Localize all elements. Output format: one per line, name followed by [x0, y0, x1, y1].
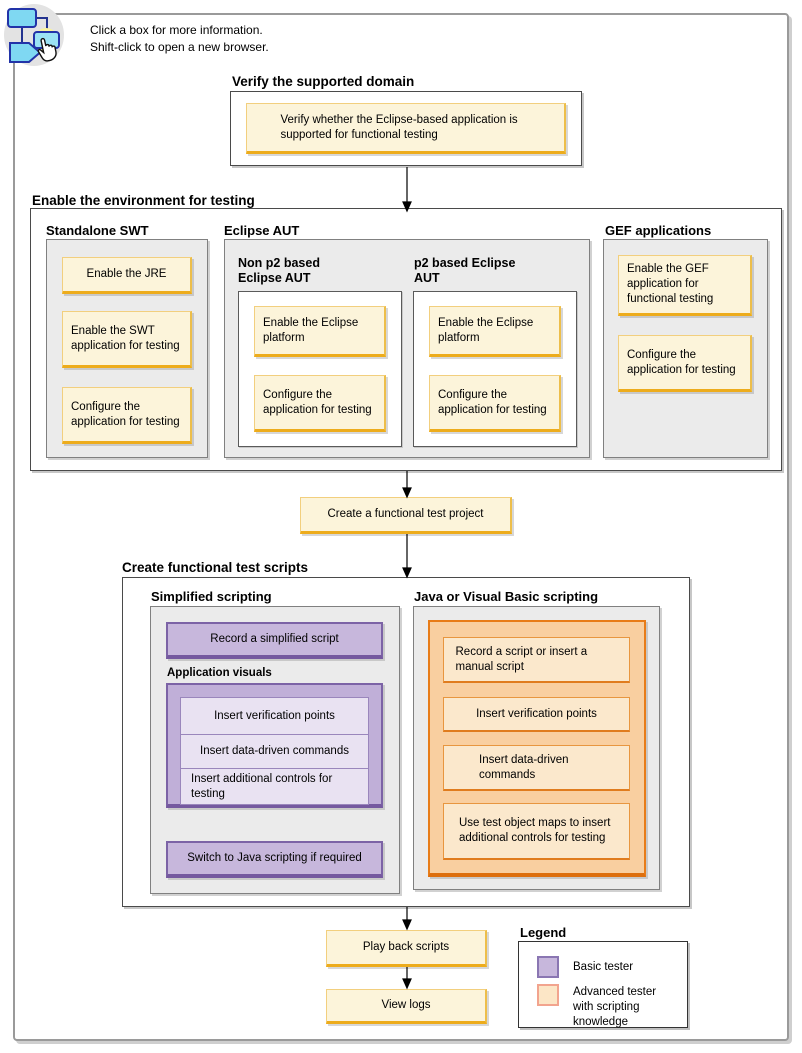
instruction-line-2: Shift-click to open a new browser.	[90, 39, 269, 54]
play-back-scripts-step[interactable]: Play back scripts	[326, 930, 487, 967]
configure-app-swt-label: Configure the application for testing	[71, 400, 180, 428]
test-object-maps-label: Use test object maps to insert additiona…	[459, 817, 611, 844]
legend-heading: Legend	[520, 925, 567, 940]
nonp2-enable-platform-label: Enable the Eclipse platform	[263, 316, 359, 344]
view-logs-label: View logs	[381, 999, 431, 1012]
enable-section-heading: Enable the environment for testing	[32, 193, 255, 208]
enable-swt-app-label: Enable the SWT application for testing	[71, 324, 180, 352]
gef-configure-step[interactable]: Configure the application for testing	[618, 335, 752, 392]
flowchart-cursor-icon	[2, 2, 66, 70]
scripts-section-heading: Create functional test scripts	[122, 560, 309, 575]
java-insert-data-driven-label: Insert data-driven commands	[479, 753, 569, 781]
enable-swt-app-step[interactable]: Enable the SWT application for testing	[62, 311, 192, 368]
insert-verification-points-label: Insert verification points	[214, 709, 335, 722]
test-object-maps-step[interactable]: Use test object maps to insert additiona…	[443, 803, 630, 860]
instruction-banner: Click a box for more information. Shift-…	[90, 22, 269, 56]
application-visuals-stack: Insert verification points Insert data-d…	[180, 697, 369, 805]
gef-title: GEF applications	[605, 223, 712, 238]
nonp2-configure-app-step[interactable]: Configure the application for testing	[254, 375, 386, 432]
record-simplified-label: Record a simplified script	[210, 633, 339, 646]
record-script-step[interactable]: Record a script or insert a manual scrip…	[443, 637, 630, 683]
non-p2-title: Non p2 based Eclipse AUT	[238, 256, 320, 285]
nonp2-configure-app-label: Configure the application for testing	[263, 388, 372, 416]
p2-enable-platform-step[interactable]: Enable the Eclipse platform	[429, 306, 561, 357]
verify-section-heading: Verify the supported domain	[232, 74, 415, 89]
switch-to-java-label: Switch to Java scripting if required	[187, 852, 362, 865]
standalone-swt-title: Standalone SWT	[46, 223, 149, 238]
java-insert-data-driven-step[interactable]: Insert data-driven commands	[443, 745, 630, 791]
p2-enable-platform-label: Enable the Eclipse platform	[438, 316, 534, 344]
verify-step-box[interactable]: Verify whether the Eclipse-based applica…	[246, 103, 566, 154]
enable-jre-label: Enable the JRE	[86, 268, 167, 281]
simplified-title: Simplified scripting	[151, 589, 272, 604]
application-visuals-title: Application visuals	[167, 667, 272, 679]
enable-jre-step[interactable]: Enable the JRE	[62, 257, 192, 294]
verify-step-label: Verify whether the Eclipse-based applica…	[280, 113, 518, 141]
java-insert-verification-step[interactable]: Insert verification points	[443, 697, 630, 732]
create-project-step[interactable]: Create a functional test project	[300, 497, 512, 534]
insert-verification-points-step[interactable]: Insert verification points	[181, 698, 368, 735]
nonp2-enable-platform-step[interactable]: Enable the Eclipse platform	[254, 306, 386, 357]
gef-configure-label: Configure the application for testing	[627, 348, 736, 376]
view-logs-step[interactable]: View logs	[326, 989, 487, 1024]
basic-tester-swatch	[537, 956, 559, 978]
eclipse-aut-title: Eclipse AUT	[224, 223, 300, 238]
gef-enable-label: Enable the GEF application for functiona…	[627, 263, 714, 305]
play-back-scripts-label: Play back scripts	[362, 941, 450, 954]
p2-title: p2 based Eclipse AUT	[414, 256, 516, 285]
p2-configure-app-label: Configure the application for testing	[438, 388, 547, 416]
insert-data-driven-step[interactable]: Insert data-driven commands	[181, 735, 368, 769]
record-script-label: Record a script or insert a manual scrip…	[455, 645, 588, 673]
insert-additional-controls-step[interactable]: Insert additional controls for testing	[181, 769, 368, 804]
insert-additional-controls-label: Insert additional controls for testing	[191, 773, 333, 800]
advanced-tester-label: Advanced tester with scripting knowledge	[573, 986, 657, 1028]
record-simplified-step[interactable]: Record a simplified script	[166, 622, 383, 659]
switch-to-java-step[interactable]: Switch to Java scripting if required	[166, 841, 383, 878]
advanced-tester-swatch	[537, 984, 559, 1006]
gef-enable-step[interactable]: Enable the GEF application for functiona…	[618, 255, 752, 316]
java-insert-verification-label: Insert verification points	[476, 707, 597, 720]
instruction-line-1: Click a box for more information.	[90, 23, 263, 37]
p2-configure-app-step[interactable]: Configure the application for testing	[429, 375, 561, 432]
basic-tester-label: Basic tester	[573, 961, 634, 973]
java-vb-title: Java or Visual Basic scripting	[414, 589, 599, 604]
insert-data-driven-label: Insert data-driven commands	[200, 745, 349, 758]
configure-app-swt-step[interactable]: Configure the application for testing	[62, 387, 192, 444]
create-project-label: Create a functional test project	[327, 508, 484, 521]
